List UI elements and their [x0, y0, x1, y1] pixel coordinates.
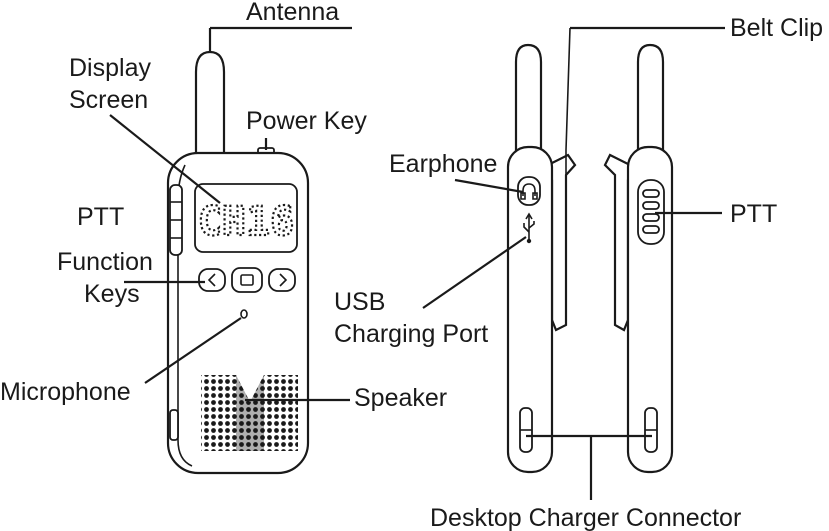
left-key [198, 268, 226, 292]
side-antenna-1 [514, 43, 543, 154]
belt-clip-2 [603, 153, 632, 332]
side-view-left [506, 27, 577, 474]
headphone-icon [520, 183, 538, 200]
display-screen [194, 183, 298, 253]
side-view-right [603, 43, 674, 474]
side-ptt-key [169, 184, 183, 256]
label-ptt-right: PTT [730, 200, 777, 228]
function-keys [198, 267, 296, 293]
label-function-line1: Function [57, 248, 153, 276]
center-key [231, 267, 263, 293]
chevron-right-icon [279, 273, 288, 287]
right-key [268, 268, 296, 292]
label-belt-clip: Belt Clip [730, 14, 823, 42]
label-usb-line1: USB [334, 288, 385, 316]
speaker-grille [201, 375, 298, 451]
label-microphone: Microphone [0, 378, 131, 406]
label-earphone: Earphone [389, 150, 497, 178]
side-antenna-2 [636, 43, 665, 154]
label-function-line2: Keys [84, 280, 140, 308]
side-body-1 [506, 145, 554, 474]
label-display-line1: Display [69, 54, 151, 82]
label-speaker: Speaker [354, 384, 447, 412]
label-usb-line2: Charging Port [334, 320, 488, 348]
label-power-key: Power Key [246, 107, 367, 135]
label-display-line2: Screen [69, 86, 148, 114]
front-view: CH16 [166, 50, 310, 475]
square-icon [240, 274, 254, 286]
microphone-hole [240, 309, 248, 319]
leader-lines [109, 26, 725, 500]
display-text: CH16 [198, 199, 294, 245]
label-ptt-left: PTT [77, 203, 124, 231]
label-antenna: Antenna [246, 0, 339, 26]
antenna [194, 50, 226, 162]
chevron-left-icon [207, 273, 216, 287]
usb-icon [523, 212, 535, 244]
side-ptt-key-2 [637, 179, 665, 245]
label-desktop-charger: Desktop Charger Connector [430, 504, 741, 531]
